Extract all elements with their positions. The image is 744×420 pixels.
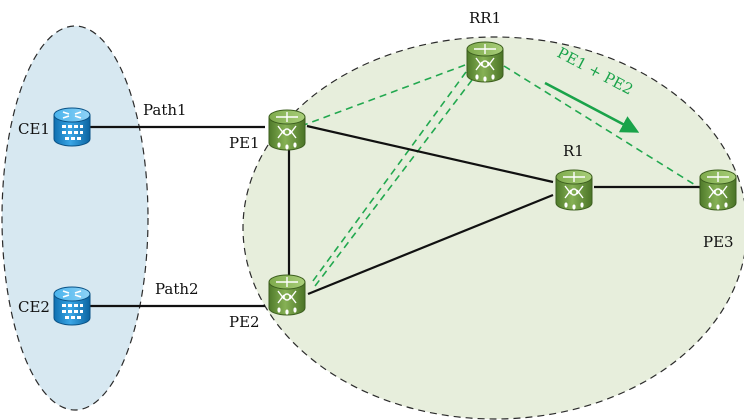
ce1-label: CE1 <box>18 120 50 138</box>
link-pe2-r1 <box>307 193 554 296</box>
rr1-label: RR1 <box>469 9 501 27</box>
router-icon[interactable] <box>53 107 91 147</box>
ibgp-rr1-pe3 <box>503 65 701 189</box>
advertisement-arrow <box>544 81 640 133</box>
path2-label: Path2 <box>155 280 199 298</box>
switch-icon[interactable] <box>699 169 737 211</box>
switch-icon[interactable] <box>268 274 306 316</box>
r1-label: R1 <box>563 142 584 160</box>
ibgp-sessions <box>303 64 701 291</box>
provider-network-region <box>242 36 744 420</box>
customer-site-region <box>1 25 149 411</box>
ibgp-rr1-pe1 <box>303 64 466 126</box>
ibgp-rr1-pe2-outer <box>309 71 467 286</box>
pe2-label: PE2 <box>229 313 260 331</box>
pe3-label: PE3 <box>703 233 734 251</box>
link-pe1-r1 <box>306 124 554 184</box>
switch-icon[interactable] <box>268 109 306 151</box>
switch-icon[interactable] <box>466 41 504 83</box>
switch-icon[interactable] <box>555 169 593 211</box>
path1-label: Path1 <box>143 101 187 119</box>
pe1-label: PE1 <box>229 134 260 152</box>
router-icon[interactable] <box>53 286 91 326</box>
ce2-label: CE2 <box>18 298 50 316</box>
physical-links <box>90 124 700 308</box>
ibgp-rr1-pe2-inner <box>311 79 473 291</box>
